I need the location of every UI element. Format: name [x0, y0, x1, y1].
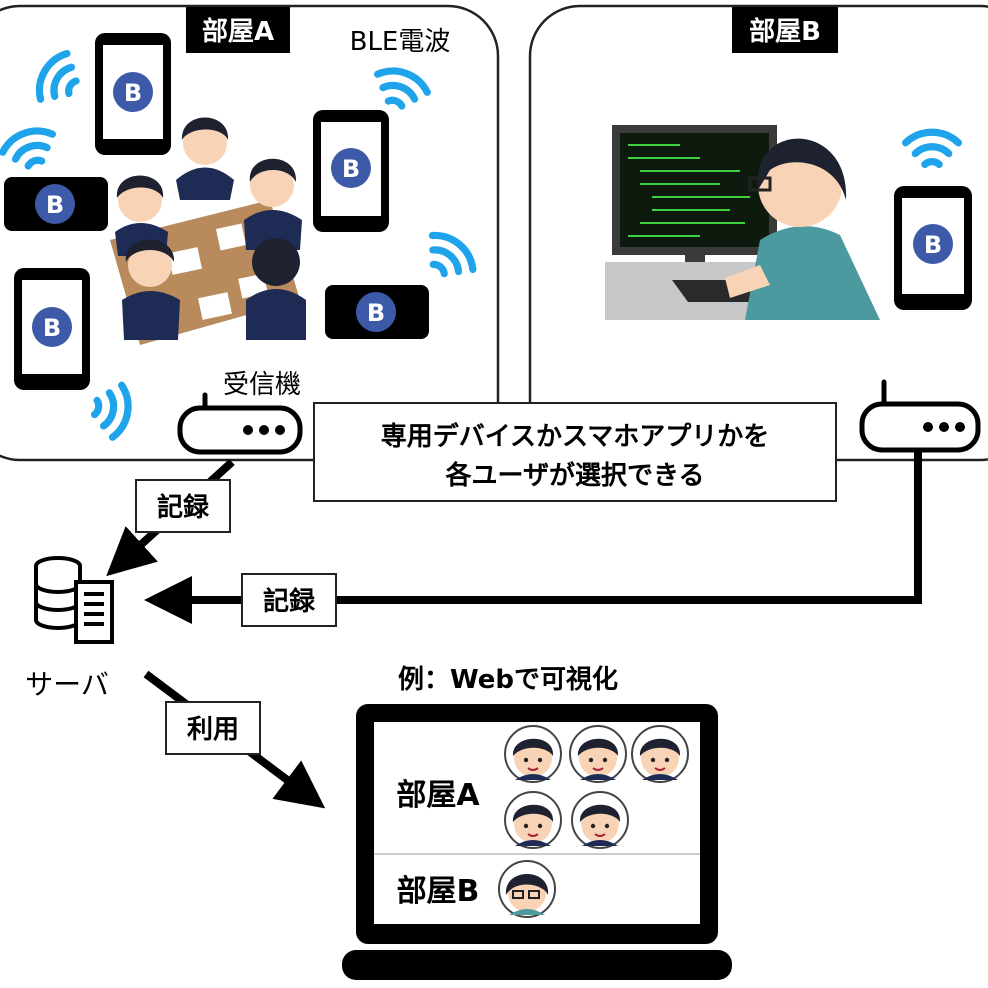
room-b: 部屋B — [528, 4, 988, 462]
person-avatar — [569, 725, 627, 783]
tag-beacon-1: B — [4, 177, 108, 231]
room-a-label: 部屋A — [202, 17, 274, 47]
phone-beacon-3: B — [14, 268, 90, 390]
laptop-base — [342, 950, 732, 980]
note-line-1: 専用デバイスかスマホアプリかを — [381, 421, 769, 452]
workstation-illustration — [605, 125, 880, 320]
person-avatar — [631, 725, 689, 783]
record-a-box — [135, 479, 231, 533]
note-line-2: 各ユーザが選択できる — [445, 460, 705, 491]
note-box: 専用デバイスかスマホアプリかを 各ユーザが選択できる — [313, 402, 837, 502]
row-room-label: 部屋B — [397, 874, 480, 909]
room-b-tag — [732, 7, 838, 53]
room-b-label: 部屋B — [749, 17, 821, 47]
ble-label: BLE電波 — [350, 27, 451, 57]
receiver-label: 受信機 — [223, 370, 301, 400]
record-a-label: 記録 — [157, 492, 210, 523]
tag-beacon-2: B — [325, 285, 429, 339]
record-b-label: 記録 — [263, 586, 316, 617]
person-avatar — [498, 860, 556, 918]
beacon-letter: B — [124, 79, 142, 107]
server-icon — [34, 556, 114, 644]
receiver-a-icon — [177, 392, 303, 455]
record-b-box — [241, 573, 337, 627]
server-label: サーバ — [25, 668, 109, 701]
room-a: 部屋A BLE電波 — [0, 4, 500, 462]
web-title: 例：Webで可視化 — [398, 665, 618, 695]
person-avatar — [504, 725, 562, 783]
row-room-label: 部屋A — [396, 778, 480, 813]
person-avatar — [504, 791, 562, 849]
room-row-b: 部屋B — [397, 860, 556, 918]
beacon-letter: B — [367, 299, 385, 327]
beacon-letter: B — [43, 314, 61, 342]
meeting-illustration — [110, 117, 306, 345]
use-box — [165, 701, 261, 755]
phone-beacon-1: B — [95, 33, 171, 155]
room-a-tag — [186, 7, 290, 53]
laptop: 部屋A 部屋B — [342, 704, 732, 980]
room-row-a: 部屋A — [396, 725, 689, 849]
beacon-letter: B — [342, 155, 360, 183]
beacon-letter: B — [924, 231, 942, 259]
use-label: 利用 — [187, 715, 239, 745]
arrow-record-b — [144, 452, 922, 624]
beacon-letter: B — [46, 191, 64, 219]
receiver-b-icon — [859, 379, 981, 453]
person-avatar — [571, 791, 629, 849]
phone-beacon-4: B — [894, 186, 972, 310]
phone-beacon-2: B — [313, 110, 389, 232]
